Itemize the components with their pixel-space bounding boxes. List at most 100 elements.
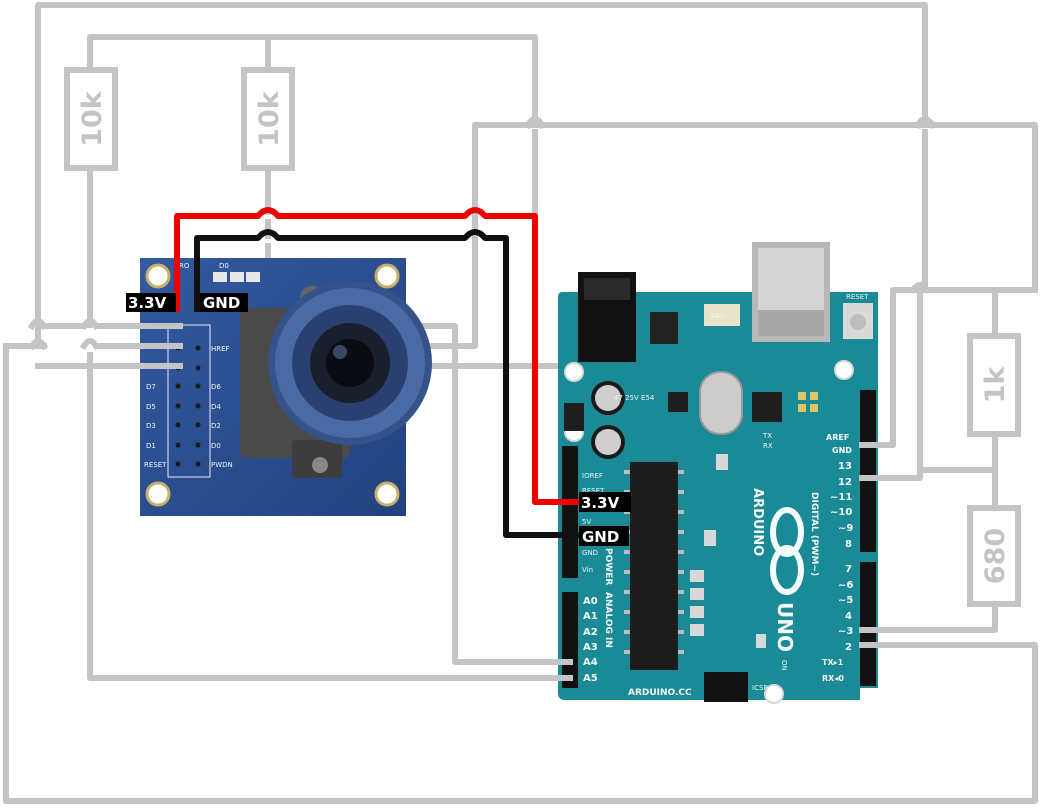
camera-pin-d4: D4 bbox=[211, 403, 221, 411]
wire-hop-5 bbox=[27, 318, 49, 351]
wire-3v3-bus bbox=[472, 122, 1038, 293]
arduino-icsp-label: ICSP bbox=[752, 684, 768, 692]
wire-hop-4 bbox=[79, 318, 101, 351]
resistor-r2: 10k bbox=[241, 67, 295, 171]
camera-pin-d7: D7 bbox=[146, 383, 156, 391]
arduino-digital-5: ~5 bbox=[838, 595, 853, 606]
arduino-brand: ARDUINO bbox=[750, 488, 765, 556]
arduino-digital-0: RX◂0 bbox=[822, 674, 844, 683]
arduino-digital-8: 8 bbox=[845, 539, 852, 550]
arduino-digital-header-label: DIGITAL (PWM~) bbox=[809, 492, 819, 576]
resistor-r1-label: 10k bbox=[77, 90, 108, 147]
camera-pin-d6: D6 bbox=[211, 383, 221, 391]
arduino-gnd-label: GND bbox=[582, 528, 619, 546]
resistor-r3: 1k bbox=[967, 333, 1021, 437]
arduino-analog-a1: A1 bbox=[583, 611, 598, 622]
usb-chip bbox=[752, 392, 782, 422]
arduino-digital-1: TX▸1 bbox=[822, 658, 844, 667]
wire-vcc-red bbox=[174, 207, 580, 505]
arduino-cap-text: 47 25V E54 bbox=[614, 394, 655, 402]
arduino-digital-12: 12 bbox=[838, 477, 852, 488]
wire-pullup-bus bbox=[87, 34, 538, 121]
analog-header bbox=[562, 592, 578, 688]
arduino-analog-header-label: ANALOG IN bbox=[603, 592, 613, 648]
arduino-gnd-tag: GND bbox=[579, 526, 629, 546]
resistor-r2-label: 10k bbox=[254, 90, 285, 147]
camera-pin-pwdn: PWDN bbox=[211, 461, 233, 469]
resistor-r3-label: 1k bbox=[980, 366, 1011, 404]
arduino-rx-label: RX bbox=[763, 442, 773, 450]
camera-pin-reset: RESET bbox=[144, 461, 167, 469]
arduino-hole-1 bbox=[564, 362, 584, 382]
camera-pin-d0: D0 bbox=[211, 442, 221, 450]
arduino-logo-icon bbox=[770, 507, 804, 595]
arduino-digital-3: ~3 bbox=[838, 626, 853, 637]
camera-pin-d2: D2 bbox=[211, 422, 221, 430]
camera-hole-tr bbox=[374, 263, 400, 289]
resistor-r4: 680 bbox=[967, 505, 1021, 607]
camera-hole-bl bbox=[145, 481, 171, 507]
arduino-analog-a0: A0 bbox=[583, 596, 598, 607]
resistor-r1: 10k bbox=[64, 67, 118, 171]
arduino-tx-label: TX bbox=[762, 432, 772, 440]
camera-silk-ro: RO bbox=[179, 262, 190, 270]
arduino-digital-11: ~11 bbox=[830, 492, 852, 503]
arduino-vcc-label: 3.3V bbox=[581, 494, 620, 512]
camera-pin-href: HREF bbox=[211, 345, 230, 353]
camera-header-pins bbox=[175, 345, 201, 467]
digital-header-lower bbox=[860, 562, 876, 686]
wire-arduino-stubs bbox=[557, 442, 879, 681]
arduino-digital-6: ~6 bbox=[838, 580, 853, 591]
digital-header-upper bbox=[860, 390, 876, 552]
crystal bbox=[699, 371, 743, 435]
arduino-digital-gnd: GND bbox=[832, 446, 852, 455]
camera-gnd-tag: GND bbox=[200, 293, 248, 312]
arduino-analog-a2: A2 bbox=[583, 627, 598, 638]
camera-pin-d3: D3 bbox=[146, 422, 156, 430]
arduino-hole-3 bbox=[834, 360, 854, 380]
arduino-digital-7: 7 bbox=[845, 564, 852, 575]
arduino-digital-13: 13 bbox=[838, 461, 852, 472]
camera-module: RO D0 HREF D7 D6 D5 D4 D3 D2 D1 D0 RESET… bbox=[140, 258, 432, 516]
camera-lens-icon bbox=[268, 281, 432, 445]
wire-r3-tap bbox=[859, 292, 923, 481]
camera-silk-d0: D0 bbox=[219, 262, 229, 270]
arduino-analog-a3: A3 bbox=[583, 642, 598, 653]
camera-hole-br bbox=[374, 481, 400, 507]
arduino-analog-a4: A4 bbox=[583, 657, 598, 668]
arduino-uno-board: RESET S4D 47 25V E54 bbox=[558, 242, 878, 704]
arduino-power-gnd: GND bbox=[582, 549, 598, 557]
icsp-header bbox=[704, 672, 748, 702]
arduino-power-reset: RESET bbox=[582, 487, 605, 495]
camera-gnd-label: GND bbox=[203, 294, 240, 312]
wire-cam-pins bbox=[97, 323, 183, 369]
camera-hole-tl bbox=[145, 263, 171, 289]
resistor-r4-label: 680 bbox=[980, 528, 1011, 584]
capacitor-1-icon bbox=[591, 381, 625, 415]
arduino-digital-aref: AREF bbox=[826, 433, 849, 442]
camera-pin-d1: D1 bbox=[146, 442, 156, 450]
wire-top-loop bbox=[35, 2, 928, 348]
wire-r4-bottom bbox=[859, 601, 998, 633]
wire-hop-2 bbox=[913, 116, 937, 130]
arduino-hole-4 bbox=[764, 684, 784, 704]
atmega-chip bbox=[630, 462, 678, 670]
arduino-model: UNO bbox=[773, 602, 797, 652]
arduino-power-header-label: POWER bbox=[603, 548, 613, 585]
wire-r1-bottom bbox=[87, 352, 573, 681]
wire-hop-1 bbox=[523, 116, 547, 130]
arduino-website: ARDUINO.CC bbox=[628, 688, 692, 698]
camera-vcc-tag: 3.3V bbox=[126, 293, 176, 312]
power-header bbox=[562, 446, 578, 578]
arduino-power-vin: Vin bbox=[582, 566, 593, 574]
arduino-power-ioref: IOREF bbox=[582, 472, 603, 480]
grey-wires bbox=[3, 2, 1038, 804]
camera-vcc-label: 3.3V bbox=[128, 294, 167, 312]
camera-pin-d5: D5 bbox=[146, 403, 156, 411]
arduino-analog-a5: A5 bbox=[583, 673, 598, 684]
jp2-pads bbox=[798, 392, 818, 412]
arduino-on-label: ON bbox=[780, 660, 788, 671]
arduino-reset-label: RESET bbox=[846, 293, 869, 301]
arduino-digital-4: 4 bbox=[845, 611, 852, 622]
